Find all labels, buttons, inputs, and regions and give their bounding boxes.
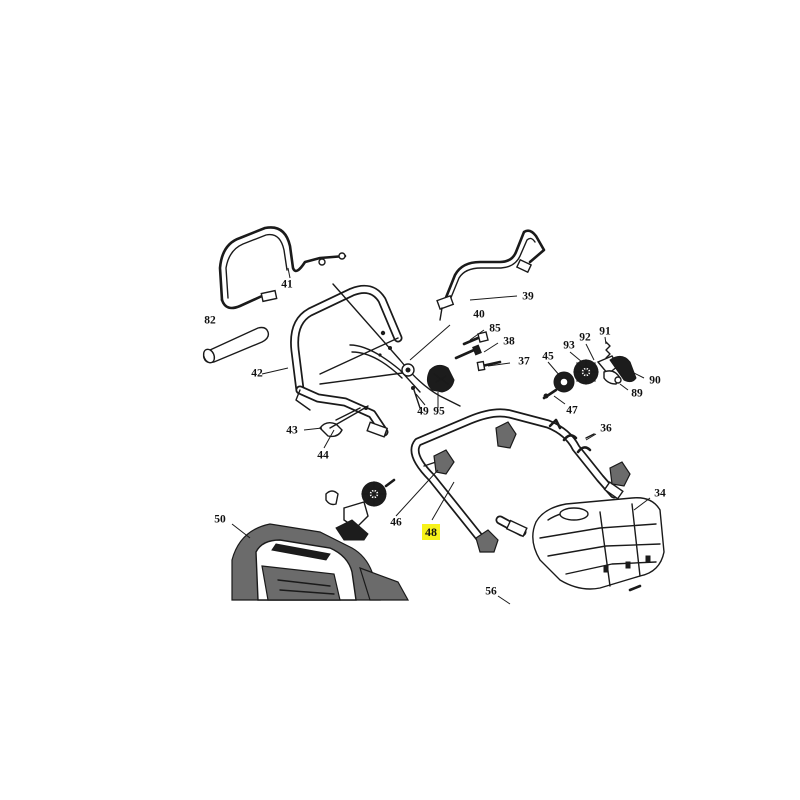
part-39-drive-bail — [436, 229, 546, 321]
left-adjuster-cluster — [325, 478, 396, 541]
part-47-bracket-blocks — [433, 421, 631, 553]
part-label-38: 38 — [503, 335, 515, 348]
part-label-49: 49 — [417, 405, 429, 418]
part-label-41: 41 — [281, 278, 293, 291]
part-82-grip — [202, 326, 270, 364]
leader-lines — [231, 267, 651, 605]
part-label-89: 89 — [631, 387, 643, 400]
part-37-screw — [476, 360, 502, 372]
part-label-85: 85 — [489, 322, 501, 335]
part-label-82: 82 — [204, 314, 216, 327]
part-44-bolt — [329, 405, 369, 429]
part-label-95: 95 — [433, 405, 445, 418]
part-50-deck — [231, 523, 410, 601]
part-46-lower-handle — [410, 408, 624, 543]
part-label-39: 39 — [522, 290, 534, 303]
part-label-48-highlighted: 48 — [422, 524, 440, 540]
part-label-37: 37 — [518, 355, 530, 368]
part-45-knob — [542, 371, 575, 400]
part-85-pin — [462, 331, 489, 346]
part-label-43: 43 — [286, 424, 298, 437]
part-label-91: 91 — [599, 325, 611, 338]
part-41-bail-bar — [218, 226, 347, 310]
part-label-47: 47 — [566, 404, 578, 417]
part-label-40: 40 — [473, 308, 485, 321]
part-label-46: 46 — [390, 516, 402, 529]
part-label-45: 45 — [542, 350, 554, 363]
part-34-grass-bag — [532, 497, 665, 592]
part-label-50: 50 — [214, 513, 226, 526]
part-36-clips — [548, 418, 595, 454]
part-43-clip — [319, 421, 343, 438]
part-49-nut — [401, 363, 421, 409]
part-label-36: 36 — [600, 422, 612, 435]
part-label-44: 44 — [317, 449, 329, 462]
part-label-42: 42 — [251, 367, 263, 380]
part-95-cable-clamp — [426, 364, 455, 393]
part-label-90: 90 — [649, 374, 661, 387]
part-label-93: 93 — [563, 339, 575, 352]
part-93-gear — [573, 359, 599, 385]
part-40-cable — [332, 283, 461, 407]
part-label-34: 34 — [654, 487, 666, 500]
part-label-92: 92 — [579, 331, 591, 344]
part-label-56: 56 — [485, 585, 497, 598]
part-38-screw — [454, 344, 482, 360]
part-89-bolt — [614, 376, 622, 384]
part-91-spring — [605, 341, 611, 359]
